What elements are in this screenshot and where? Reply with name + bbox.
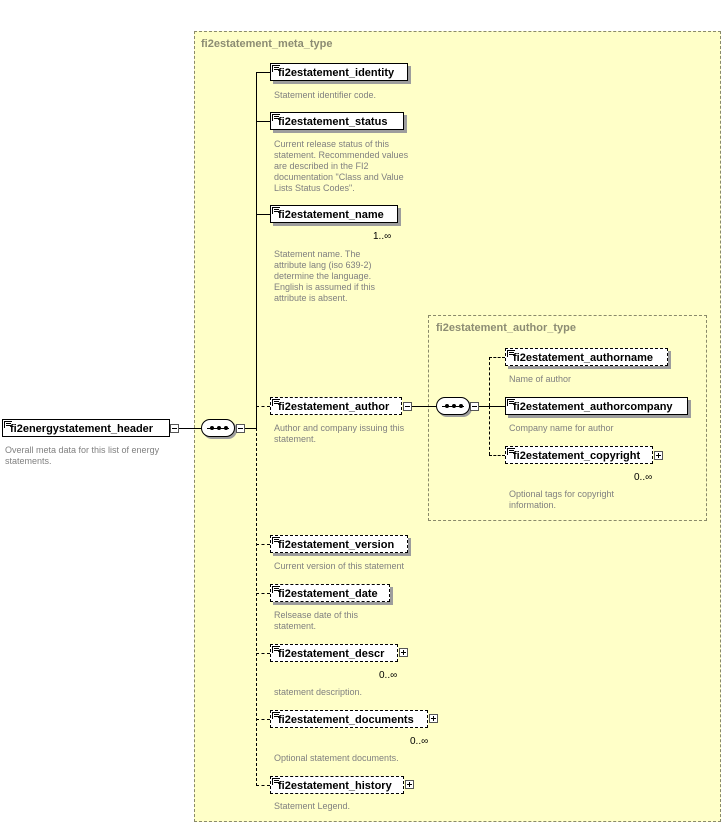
connector-line bbox=[256, 719, 270, 720]
connector-spine bbox=[256, 72, 257, 428]
documentation-mark-icon bbox=[272, 207, 280, 214]
connector-line bbox=[256, 593, 270, 594]
connector-line bbox=[256, 653, 270, 654]
element-copyright[interactable]: fi2estatement_copyright bbox=[505, 446, 653, 464]
meta-type-group bbox=[194, 31, 721, 822]
element-status[interactable]: fi2estatement_status bbox=[270, 112, 404, 130]
element-version-description: Current version of this statement bbox=[274, 561, 405, 571]
element-name[interactable]: fi2estatement_name bbox=[270, 205, 398, 223]
connector-line bbox=[479, 406, 489, 407]
documentation-mark-icon bbox=[507, 448, 515, 455]
connector-line bbox=[179, 428, 201, 429]
documentation-mark-icon bbox=[272, 537, 280, 544]
element-date-description: Relsease date of this statement. bbox=[274, 610, 359, 631]
element-status-label: fi2estatement_status bbox=[278, 116, 388, 128]
element-authorname[interactable]: fi2estatement_authorname bbox=[505, 348, 668, 366]
connector-spine bbox=[489, 406, 490, 455]
author-type-title: fi2estatement_author_type bbox=[436, 322, 576, 334]
documentation-mark-icon bbox=[272, 65, 280, 72]
element-documents-label: fi2estatement_documents bbox=[278, 714, 414, 726]
element-authorcompany-description: Company name for author bbox=[509, 423, 614, 433]
minus-box-icon[interactable] bbox=[470, 402, 479, 411]
minus-box-icon[interactable] bbox=[236, 424, 245, 433]
element-identity[interactable]: fi2estatement_identity bbox=[270, 63, 408, 81]
sequence-compositor-icon[interactable] bbox=[436, 397, 470, 415]
plus-box-icon[interactable] bbox=[429, 714, 438, 723]
element-version-label: fi2estatement_version bbox=[278, 539, 395, 551]
plus-box-icon[interactable] bbox=[399, 648, 408, 657]
element-history-description: Statement Legend. bbox=[274, 801, 351, 811]
element-date[interactable]: fi2estatement_date bbox=[270, 584, 390, 602]
connector-line bbox=[489, 357, 505, 358]
element-descr[interactable]: fi2estatement_descr bbox=[270, 644, 398, 662]
documentation-mark-icon bbox=[272, 646, 280, 653]
element-status-description: Current release status of this statement… bbox=[274, 139, 409, 193]
element-documents[interactable]: fi2estatement_documents bbox=[270, 710, 428, 728]
documentation-mark-icon bbox=[272, 114, 280, 121]
element-history[interactable]: fi2estatement_history bbox=[270, 776, 404, 794]
connector-line bbox=[256, 544, 270, 545]
plus-box-icon[interactable] bbox=[405, 780, 414, 789]
root-element[interactable]: fi2energystatement_header bbox=[2, 419, 170, 437]
documentation-mark-icon bbox=[4, 421, 12, 428]
connector-line bbox=[256, 121, 270, 122]
documentation-mark-icon bbox=[507, 399, 515, 406]
element-copyright-label: fi2estatement_copyright bbox=[513, 450, 641, 462]
element-authorname-description: Name of author bbox=[509, 374, 572, 384]
element-copyright-cardinality: 0..∞ bbox=[634, 472, 653, 483]
element-history-label: fi2estatement_history bbox=[278, 780, 392, 792]
root-description: Overall meta data for this list of energ… bbox=[5, 445, 160, 466]
element-documents-description: Optional statement documents. bbox=[274, 753, 399, 763]
documentation-mark-icon bbox=[272, 778, 280, 785]
connector-spine bbox=[489, 357, 490, 406]
connector-line bbox=[489, 455, 505, 456]
element-name-description: Statement name. The attribute lang (iso … bbox=[274, 249, 376, 303]
connector-line bbox=[489, 406, 505, 407]
element-authorcompany[interactable]: fi2estatement_authorcompany bbox=[505, 397, 688, 415]
plus-box-icon[interactable] bbox=[654, 451, 663, 460]
element-name-label: fi2estatement_name bbox=[278, 209, 384, 221]
element-authorcompany-label: fi2estatement_authorcompany bbox=[513, 401, 673, 413]
connector-line bbox=[256, 406, 270, 407]
minus-box-icon[interactable] bbox=[170, 424, 179, 433]
connector-line bbox=[256, 214, 270, 215]
connector-line bbox=[412, 406, 436, 407]
element-descr-description: statement description. bbox=[274, 687, 363, 697]
element-version[interactable]: fi2estatement_version bbox=[270, 535, 408, 553]
connector-line bbox=[245, 428, 256, 429]
element-descr-cardinality: 0..∞ bbox=[379, 670, 398, 681]
element-identity-label: fi2estatement_identity bbox=[278, 67, 395, 79]
connector-spine bbox=[256, 428, 257, 786]
element-identity-description: Statement identifier code. bbox=[274, 90, 377, 100]
element-author-description: Author and company issuing this statemen… bbox=[274, 423, 405, 444]
connector-line bbox=[256, 72, 270, 73]
documentation-mark-icon bbox=[507, 350, 515, 357]
element-name-cardinality: 1..∞ bbox=[373, 231, 392, 242]
documentation-mark-icon bbox=[272, 586, 280, 593]
element-copyright-description: Optional tags for copyright information. bbox=[509, 489, 615, 510]
author-type-group bbox=[428, 315, 707, 521]
root-element-label: fi2energystatement_header bbox=[10, 423, 154, 435]
documentation-mark-icon bbox=[272, 399, 280, 406]
element-documents-cardinality: 0..∞ bbox=[410, 736, 429, 747]
element-author[interactable]: fi2estatement_author bbox=[270, 397, 402, 415]
element-date-label: fi2estatement_date bbox=[278, 588, 378, 600]
sequence-compositor-icon[interactable] bbox=[201, 419, 235, 437]
connector-line bbox=[256, 785, 270, 786]
element-author-label: fi2estatement_author bbox=[278, 401, 390, 413]
meta-type-title: fi2estatement_meta_type bbox=[201, 38, 333, 50]
element-authorname-label: fi2estatement_authorname bbox=[513, 352, 653, 364]
minus-box-icon[interactable] bbox=[403, 402, 412, 411]
element-descr-label: fi2estatement_descr bbox=[278, 648, 385, 660]
documentation-mark-icon bbox=[272, 712, 280, 719]
